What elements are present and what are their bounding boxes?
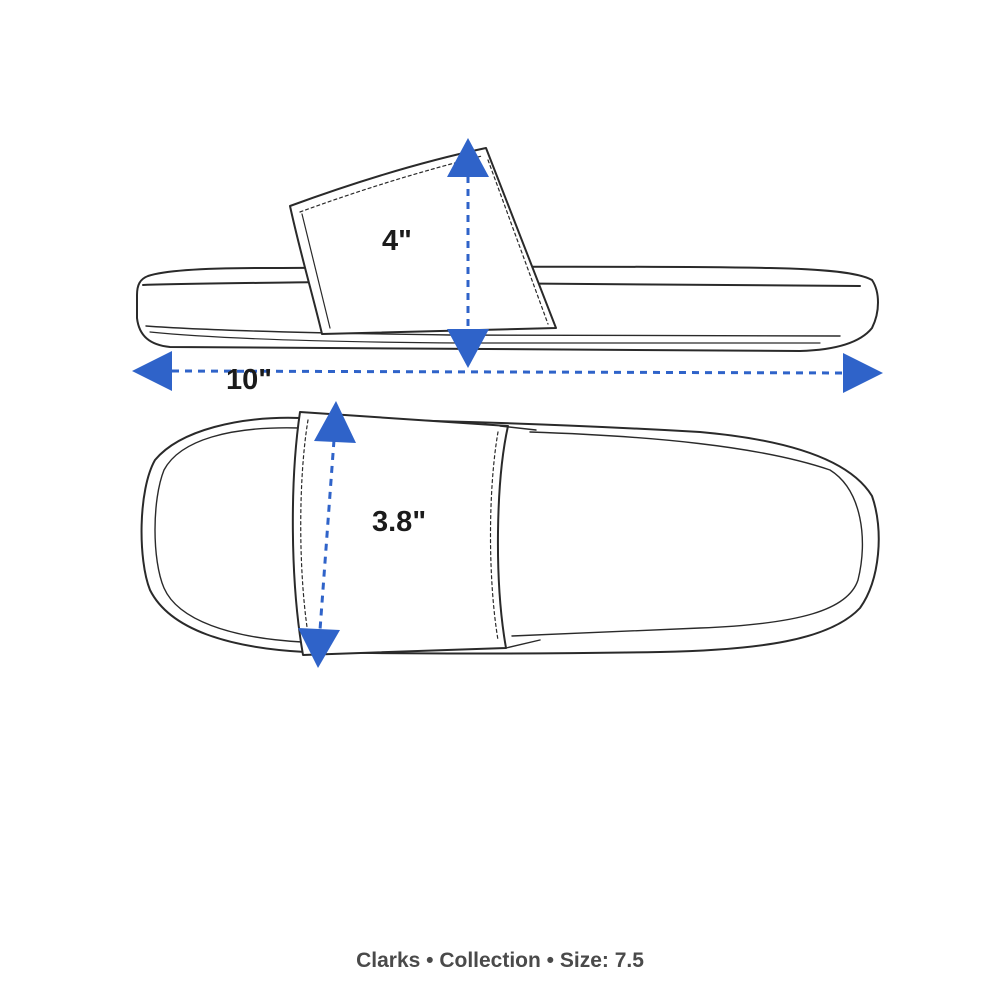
height-dimension bbox=[447, 138, 489, 368]
length-dimension-line bbox=[171, 369, 845, 375]
length-label: 10" bbox=[226, 364, 273, 396]
height-label: 4" bbox=[382, 225, 412, 257]
height-arrow-up-icon bbox=[447, 138, 489, 177]
sandal-top-view bbox=[140, 411, 880, 656]
width-dimension bbox=[298, 401, 356, 668]
sandal-side-view bbox=[136, 147, 879, 352]
width-arrow-down-icon bbox=[298, 628, 340, 668]
width-arrow-up-icon bbox=[314, 401, 356, 443]
length-arrow-right-icon bbox=[843, 353, 883, 393]
height-arrow-down-icon bbox=[447, 329, 489, 368]
width-label: 3.8" bbox=[372, 506, 427, 538]
length-arrow-left-icon bbox=[132, 351, 172, 391]
width-dimension-line bbox=[318, 439, 336, 631]
length-dimension bbox=[132, 351, 883, 393]
product-caption: Clarks • Collection • Size: 7.5 bbox=[356, 949, 644, 972]
